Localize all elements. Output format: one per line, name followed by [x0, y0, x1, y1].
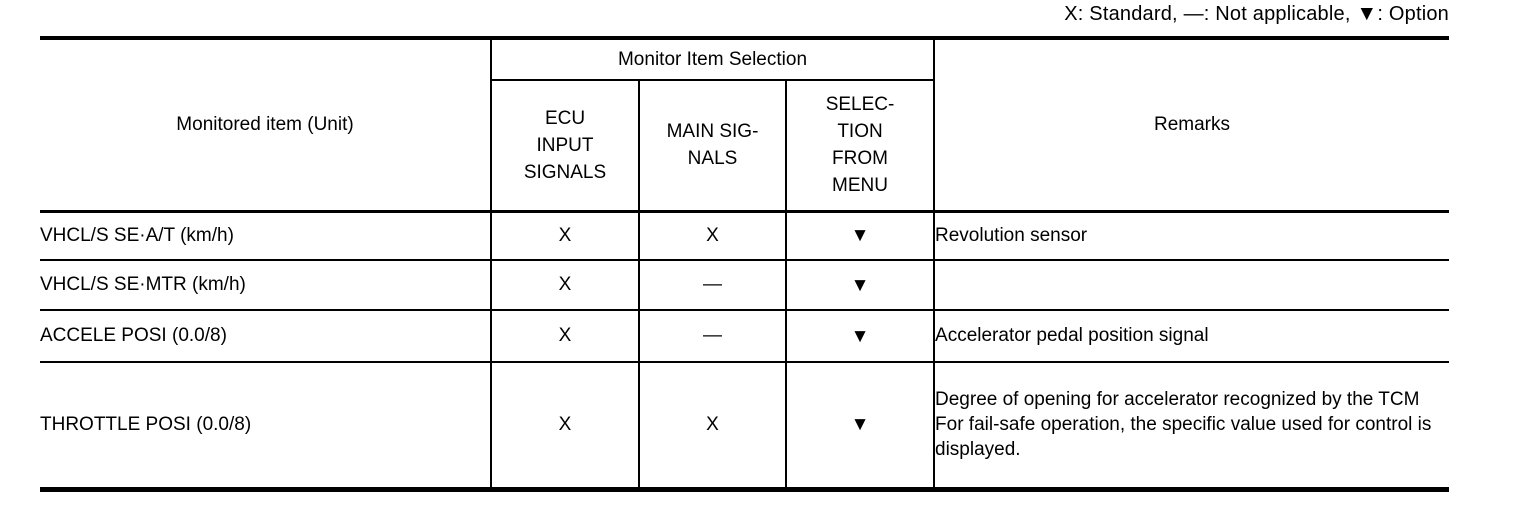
- main-signal-cell: X: [638, 211, 786, 261]
- remarks-cell: Revolution sensor: [933, 211, 1450, 261]
- header-monitor-item-selection: Monitor Item Selection: [489, 38, 935, 81]
- table-row: VHCL/S SE·A/T (km/h) X X ▼ Revolution se…: [40, 211, 1450, 261]
- header-main-signals: MAIN SIG- NALS: [638, 80, 786, 213]
- monitor-item-table-container: Monitored item (Unit) Monitor Item Selec…: [40, 36, 1450, 492]
- monitored-item-cell: VHCL/S SE·A/T (km/h): [40, 211, 491, 261]
- table-row: ACCELE POSI (0.0/8) X — ▼ Accelerator pe…: [40, 310, 1450, 363]
- header-monitored-item: Monitored item (Unit): [40, 38, 491, 213]
- ecu-signal-cell: X: [490, 260, 639, 311]
- remarks-cell: Degree of opening for accelerator recogn…: [933, 362, 1450, 489]
- legend: X: Standard, —: Not applicable, ▼: Optio…: [1064, 3, 1449, 26]
- header-selection-from-menu: SELEC- TION FROM MENU: [784, 80, 935, 213]
- remarks-cell: [933, 260, 1450, 311]
- monitored-item-cell: ACCELE POSI (0.0/8): [40, 310, 491, 363]
- main-signal-cell: X: [638, 362, 786, 489]
- legend-text-start: X: Standard, —: Not applicable,: [1064, 3, 1357, 25]
- table-row: THROTTLE POSI (0.0/8) X X ▼ Degree of op…: [40, 362, 1450, 489]
- menu-selection-cell: ▼: [784, 260, 935, 311]
- remarks-cell: Accelerator pedal position signal: [933, 310, 1450, 363]
- header-row-sub: ECU INPUT SIGNALS MAIN SIG- NALS SELEC- …: [40, 80, 1449, 213]
- table-row: VHCL/S SE·MTR (km/h) X — ▼: [40, 260, 1450, 311]
- monitor-item-table: Monitored item (Unit) Monitor Item Selec…: [40, 36, 1450, 492]
- menu-selection-cell: ▼: [784, 310, 935, 363]
- ecu-signal-cell: X: [490, 362, 639, 489]
- ecu-signal-cell: X: [490, 310, 639, 363]
- monitored-item-cell: THROTTLE POSI (0.0/8): [40, 413, 252, 435]
- option-triangle-icon: ▼: [1356, 2, 1378, 25]
- menu-selection-cell: ▼: [784, 211, 935, 261]
- menu-selection-cell: ▼: [784, 362, 935, 489]
- legend-text-end: : Option: [1377, 3, 1449, 25]
- ecu-signal-cell: X: [490, 211, 639, 261]
- header-row-group: Monitored item (Unit) Monitor Item Selec…: [40, 38, 1450, 213]
- header-remarks: Remarks: [933, 38, 1450, 213]
- main-signal-cell: —: [638, 260, 786, 311]
- header-ecu-input-signals: ECU INPUT SIGNALS: [490, 80, 639, 213]
- main-signal-cell: —: [638, 310, 786, 363]
- monitored-item-cell: VHCL/S SE·MTR (km/h): [40, 260, 491, 311]
